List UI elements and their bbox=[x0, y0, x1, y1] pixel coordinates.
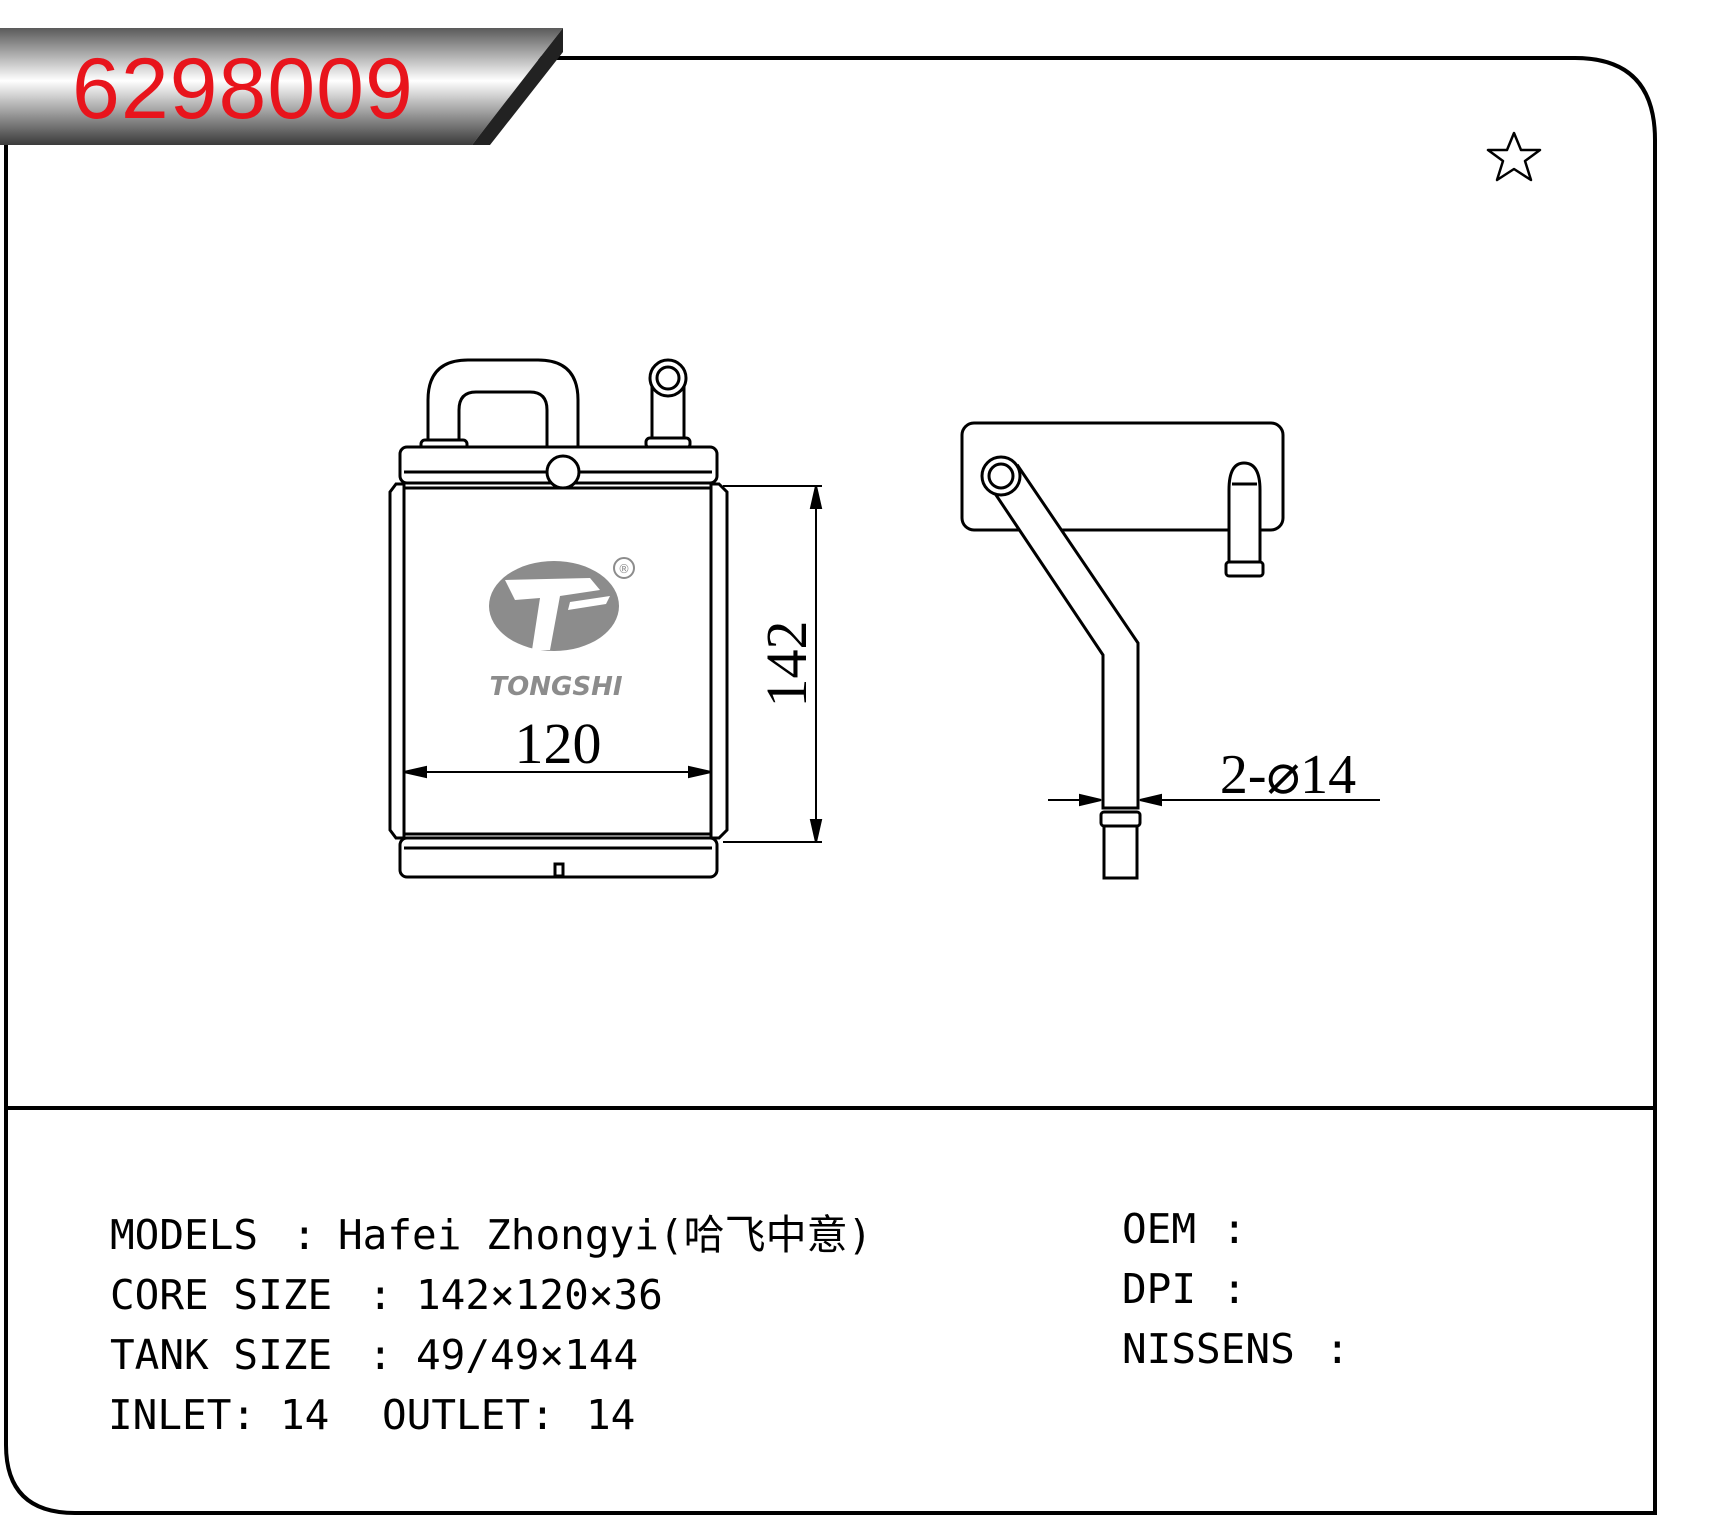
outlet-label: OUTLET: bbox=[382, 1391, 555, 1439]
spec-tank-size: TANK SIZE : 49/49×144 bbox=[110, 1331, 638, 1379]
star-outline-icon[interactable] bbox=[1486, 131, 1542, 182]
inlet-value: 14 bbox=[280, 1391, 329, 1439]
long-pipe-collar bbox=[1099, 810, 1142, 828]
outlet-value: 14 bbox=[586, 1391, 635, 1439]
heater-core-front-view bbox=[388, 358, 729, 879]
part-number-banner: 6298009 bbox=[0, 28, 563, 145]
core bbox=[402, 486, 713, 836]
specs-block: MODELS : Hafei Zhongyi(哈飞中意) CORE SIZE :… bbox=[108, 1211, 872, 1439]
ref-nissens: NISSENS : bbox=[1122, 1325, 1350, 1373]
core-size-value: 142×120×36 bbox=[416, 1271, 663, 1319]
core-left-plate bbox=[388, 482, 406, 840]
logo-text: TONGSHI bbox=[489, 672, 622, 702]
tongshi-logo: TONGSHI ® bbox=[489, 557, 635, 702]
core-right-plate bbox=[709, 482, 729, 840]
ref-dpi: DPI : bbox=[1122, 1265, 1247, 1313]
width-dimension bbox=[403, 765, 712, 779]
height-dimension bbox=[723, 485, 823, 843]
models-label: MODELS bbox=[110, 1211, 258, 1259]
spec-inlet-outlet: INLET: 14 OUTLET: 14 bbox=[108, 1391, 635, 1439]
references-block: OEM : DPI : NISSENS : bbox=[1122, 1205, 1350, 1373]
spec-core-size: CORE SIZE : 142×120×36 bbox=[110, 1271, 663, 1319]
diameter-dimension bbox=[1048, 793, 1380, 807]
models-value: Hafei Zhongyi(哈飞中意) bbox=[338, 1211, 872, 1259]
nissens-label: NISSENS bbox=[1122, 1325, 1295, 1373]
dpi-label: DPI bbox=[1122, 1265, 1196, 1313]
tank-size-label: TANK SIZE bbox=[110, 1331, 332, 1379]
height-label: 142 bbox=[754, 621, 819, 708]
core-size-label: CORE SIZE bbox=[110, 1271, 332, 1319]
registered-mark: ® bbox=[618, 562, 630, 576]
tank-size-value: 49/49×144 bbox=[416, 1331, 638, 1379]
sheet-frame bbox=[4, 56, 1657, 1515]
part-number: 6298009 bbox=[72, 41, 414, 137]
heater-core-side-view bbox=[960, 421, 1285, 880]
spec-models: MODELS : Hafei Zhongyi(哈飞中意) bbox=[110, 1211, 872, 1259]
width-label: 120 bbox=[515, 711, 602, 776]
oem-label: OEM bbox=[1122, 1205, 1196, 1253]
u-pipe-end bbox=[545, 454, 581, 490]
diameter-label: 2-⌀14 bbox=[1220, 744, 1356, 806]
ref-oem: OEM : bbox=[1122, 1205, 1247, 1253]
short-side-pipe bbox=[1227, 461, 1262, 572]
inlet-label: INLET: bbox=[108, 1391, 256, 1439]
